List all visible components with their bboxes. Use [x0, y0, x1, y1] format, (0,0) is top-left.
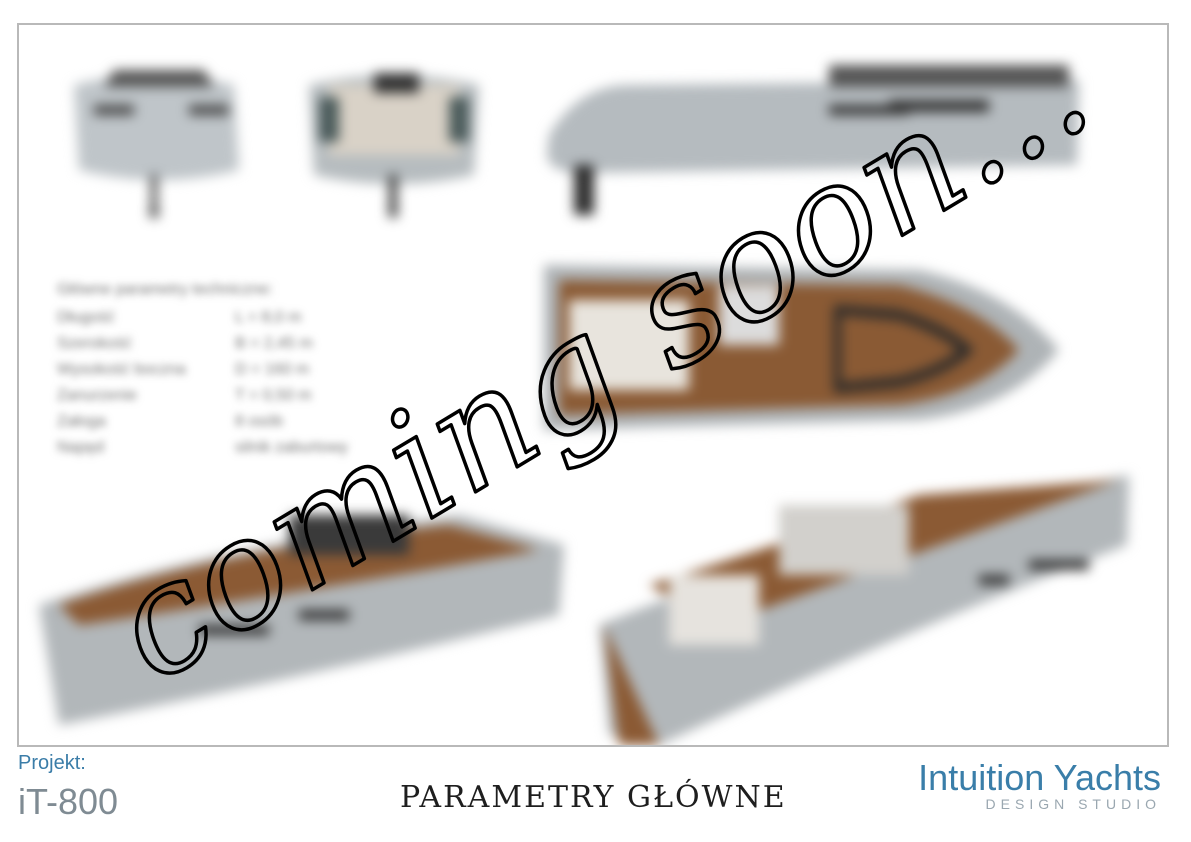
- brand-logo: Intuition Yachts DESIGN STUDIO: [918, 757, 1161, 813]
- brand-subtitle: DESIGN STUDIO: [985, 796, 1161, 812]
- rear-view-render: [309, 73, 479, 218]
- project-label: Projekt:: [18, 752, 86, 774]
- side-view-render: [547, 65, 1079, 215]
- perspective-right-render: [599, 475, 1129, 745]
- sheet-title: PARAMETRY GŁÓWNE: [400, 780, 787, 815]
- yacht-renderings: [39, 65, 1129, 745]
- perspective-left-render: [39, 515, 564, 725]
- brand-name: Intuition Yachts: [918, 757, 1161, 798]
- front-view-render: [74, 70, 239, 218]
- project-code: iT-800: [18, 781, 119, 822]
- coming-soon-overlay: coming soon...: [81, 25, 1119, 718]
- top-view-render: [544, 265, 1059, 430]
- parameters-title: Główne parametry techniczne:: [57, 281, 274, 298]
